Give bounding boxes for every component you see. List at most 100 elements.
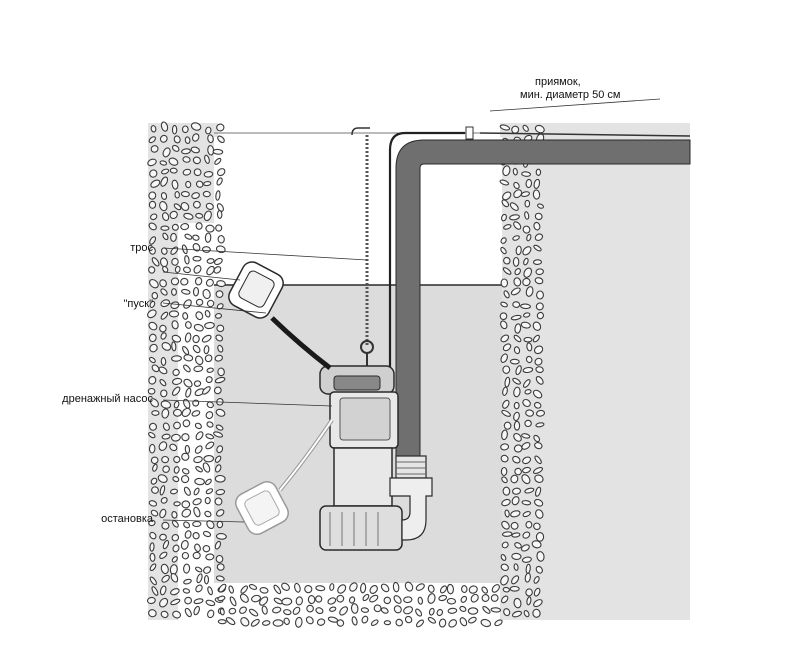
stone	[294, 582, 301, 593]
stone	[181, 148, 191, 155]
stone	[171, 520, 179, 528]
stone	[525, 563, 531, 574]
stone	[500, 353, 508, 363]
stone	[348, 596, 356, 604]
stone	[170, 598, 181, 606]
stone	[259, 596, 269, 606]
stone	[521, 474, 531, 485]
stone	[192, 243, 201, 252]
stone	[160, 400, 172, 409]
stone	[203, 171, 214, 178]
stone	[534, 233, 544, 241]
stone	[183, 299, 192, 309]
stone	[148, 321, 158, 331]
stone	[535, 268, 544, 276]
stone	[513, 563, 519, 571]
stone	[383, 620, 392, 626]
stone	[215, 290, 224, 298]
float-start-cable	[270, 316, 332, 370]
stone	[532, 334, 540, 343]
stone	[240, 617, 250, 627]
stone	[501, 541, 509, 549]
stone	[183, 486, 191, 496]
stone	[533, 221, 541, 231]
stone	[522, 466, 531, 474]
stone	[206, 421, 214, 428]
stone	[184, 255, 190, 265]
stone	[446, 583, 454, 595]
stone	[148, 246, 156, 255]
stone	[316, 618, 326, 626]
stone	[481, 586, 489, 594]
stone	[513, 277, 522, 287]
stone	[184, 321, 192, 329]
stone	[184, 607, 192, 618]
stone	[150, 125, 157, 133]
stone	[259, 586, 269, 594]
stone	[215, 424, 224, 431]
stone	[503, 290, 510, 299]
stone	[202, 545, 211, 553]
stone	[160, 192, 168, 200]
stone	[216, 210, 223, 219]
stone	[524, 487, 535, 494]
stone	[202, 288, 211, 300]
stone	[369, 594, 379, 603]
stone	[251, 594, 261, 603]
stone	[202, 386, 211, 395]
stone	[295, 616, 303, 628]
stone	[148, 136, 156, 144]
stone	[535, 509, 544, 519]
stone	[204, 510, 212, 518]
stone	[532, 608, 541, 618]
stone	[513, 189, 523, 199]
stone	[380, 607, 389, 614]
stone	[349, 582, 358, 592]
stone	[533, 244, 542, 252]
stone	[213, 266, 222, 274]
stone	[534, 442, 543, 450]
stone	[522, 379, 531, 388]
stone	[315, 595, 323, 603]
stone	[510, 314, 522, 321]
stone	[170, 301, 180, 310]
stone	[499, 124, 511, 131]
stone	[248, 608, 259, 617]
stone	[183, 521, 191, 529]
stone	[148, 519, 156, 527]
stone	[213, 257, 223, 266]
stone	[183, 266, 191, 274]
stone	[219, 608, 225, 616]
stone	[534, 474, 544, 483]
stone	[510, 521, 519, 530]
stone	[193, 168, 202, 177]
stone	[148, 431, 156, 439]
stone	[174, 191, 180, 199]
stone	[182, 346, 190, 355]
stone	[196, 573, 203, 584]
stone	[502, 343, 512, 352]
stone	[427, 616, 437, 624]
stone	[447, 607, 458, 614]
stone	[439, 585, 448, 594]
stone	[532, 189, 541, 200]
stone	[531, 540, 542, 549]
stone	[170, 573, 179, 583]
stone	[169, 488, 179, 495]
stone	[212, 148, 224, 155]
stone	[523, 267, 533, 278]
stone	[329, 583, 335, 591]
stone	[217, 619, 227, 625]
stone	[195, 584, 203, 593]
stone	[511, 575, 520, 585]
stone	[190, 122, 202, 131]
stone	[448, 619, 458, 628]
stone	[532, 259, 543, 265]
stone	[182, 419, 191, 428]
stone	[158, 441, 168, 451]
stone	[514, 542, 522, 549]
stone	[190, 146, 200, 154]
stone	[173, 466, 180, 474]
stone	[193, 265, 202, 274]
